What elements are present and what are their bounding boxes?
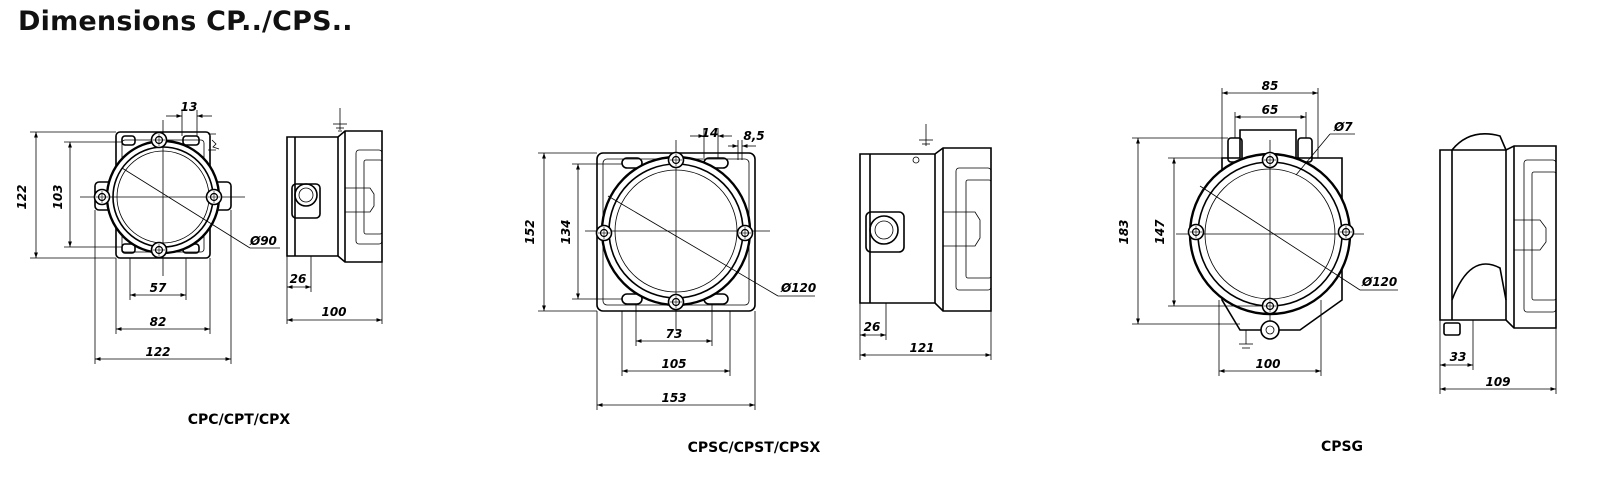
model-label-cpsc: CPSC/CPST/CPSX: [688, 440, 821, 456]
dim-cpsc-diameter: Ø120: [780, 281, 816, 295]
dim-cpc-inner-height: 103: [51, 184, 65, 209]
side-view-cpc: 26 100: [286, 108, 383, 324]
dim-cpsc-side-depth: 121: [909, 341, 934, 355]
dim-cpsc-top-left: 14: [702, 126, 719, 140]
dim-cpc-side-depth: 100: [321, 305, 346, 319]
dim-cpsc-mid-width: 105: [661, 357, 686, 371]
dim-cpsc-width: 153: [661, 391, 686, 405]
dim-cpc-top: 13: [181, 100, 198, 114]
dim-cpc-inner-width: 57: [150, 281, 167, 295]
dim-cpc-height: 122: [15, 184, 29, 209]
front-view-cpsc: 14 8,5 152 134 73 105 153 Ø120: [523, 126, 816, 410]
dim-cpsg-inner-height: 147: [1153, 219, 1167, 245]
dim-cpsg-top-inner: 65: [1262, 103, 1279, 117]
model-label-cpsg: CPSG: [1321, 439, 1363, 455]
dim-cpsg-top-outer: 85: [1262, 79, 1279, 93]
front-view-cpsg: 85 65 Ø7 183 147 100 Ø120: [1117, 79, 1398, 376]
dim-cpc-mid-width: 82: [150, 315, 167, 329]
dim-cpsg-height: 183: [1117, 219, 1131, 244]
dim-cpc-side-offset: 26: [290, 272, 307, 286]
model-label-cpc: CPC/CPT/CPX: [188, 412, 291, 428]
dim-cpsg-hole: Ø7: [1333, 120, 1353, 134]
dim-cpsg-side-depth: 109: [1485, 375, 1510, 389]
dim-cpsc-height: 152: [523, 219, 537, 244]
front-view-cpc: 13 122 103 57 82 122 Ø90: [15, 100, 280, 364]
dim-cpc-width: 122: [145, 345, 170, 359]
dim-cpsc-top-right: 8,5: [743, 129, 764, 143]
dim-cpsg-diameter: Ø120: [1361, 275, 1397, 289]
side-view-cpsg: 33 109: [1439, 133, 1557, 394]
dim-cpsc-inner-width: 73: [666, 327, 683, 341]
page-title: Dimensions CP../CPS..: [18, 6, 353, 37]
dim-cpc-diameter: Ø90: [249, 234, 277, 248]
dim-cpsg-width: 100: [1255, 357, 1280, 371]
dim-cpsg-side-offset: 33: [1450, 350, 1467, 364]
side-view-cpsc: 26 121: [859, 124, 992, 360]
dim-cpsc-inner-height: 134: [559, 219, 573, 244]
dim-cpsc-side-offset: 26: [864, 320, 881, 334]
